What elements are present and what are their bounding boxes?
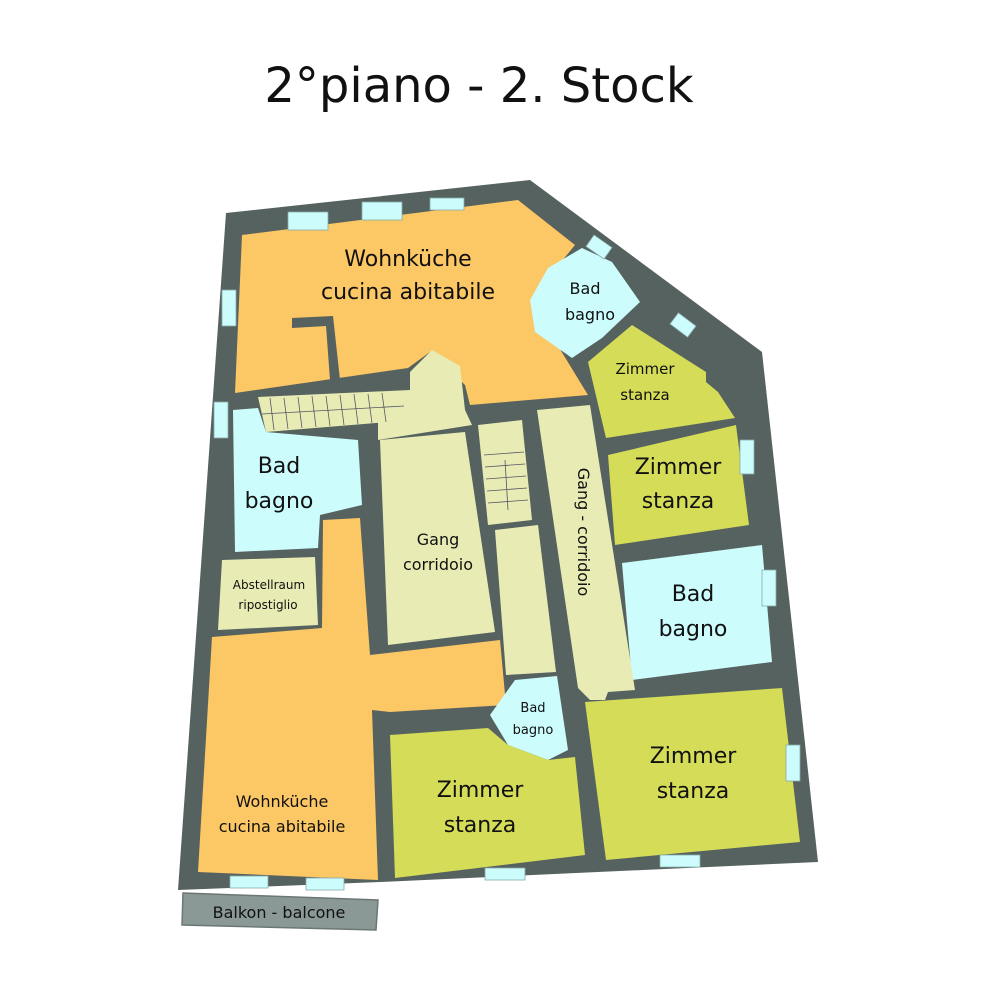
label-kitchen-top-it: cucina abitabile <box>321 280 495 305</box>
label-bath-left-de: Bad <box>258 454 301 479</box>
label-kitchen-top-de: Wohnküche <box>344 247 471 272</box>
room-storage <box>218 557 318 630</box>
label-balcony: Balkon - balcone <box>213 903 346 922</box>
label-bath-right-it: bagno <box>659 617 728 642</box>
room-corridor-right <box>537 405 635 700</box>
balcony <box>181 892 379 931</box>
room-bath-top-right <box>530 248 640 358</box>
label-room-small-it: stanza <box>620 386 669 404</box>
staircase-lines <box>261 392 529 511</box>
stairs-top <box>258 390 412 432</box>
room-kitchen-top <box>235 200 588 405</box>
inner-wall <box>292 316 340 380</box>
label-bath-top-right-de: Bad <box>570 279 601 298</box>
label-bath-small-it: bagno <box>513 723 554 738</box>
room-entry <box>378 350 472 440</box>
label-corridor-mid-de: Gang <box>417 530 460 549</box>
room-zimmer-small <box>588 325 735 438</box>
label-bath-left-it: bagno <box>245 489 314 514</box>
label-room-right-bottom-de: Zimmer <box>650 744 738 769</box>
label-room-right-mid-de: Zimmer <box>635 455 723 480</box>
page-title: 2°piano - 2. Stock <box>264 58 694 114</box>
label-bath-top-right-it: bagno <box>565 305 615 324</box>
room-zimmer-right-mid <box>608 425 749 545</box>
label-storage-it: ripostiglio <box>238 598 297 612</box>
label-kitchen-bottom-it: cucina abitabile <box>219 817 346 836</box>
label-kitchen-bottom-de: Wohnküche <box>236 792 329 811</box>
room-labels: Wohnküche cucina abitabile Bad bagno Zim… <box>213 247 738 922</box>
windows <box>213 197 801 891</box>
room-bath-left <box>233 408 362 552</box>
room-bath-right <box>622 545 772 680</box>
label-corridor-right: Gang - corridoio <box>574 468 593 597</box>
label-room-bottom-it: stanza <box>444 813 517 838</box>
label-room-right-bottom-it: stanza <box>657 779 730 804</box>
label-room-right-mid-it: stanza <box>642 489 715 514</box>
room-zimmer-right-bottom <box>585 688 800 860</box>
label-room-bottom-de: Zimmer <box>437 778 525 803</box>
room-column <box>495 525 556 675</box>
room-corridor-mid <box>380 432 495 645</box>
label-room-small-de: Zimmer <box>615 360 675 378</box>
room-kitchen-bottom <box>198 518 506 880</box>
label-corridor-mid-it: corridoio <box>403 555 473 574</box>
label-bath-right-de: Bad <box>672 582 715 607</box>
label-storage-de: Abstellraum <box>233 578 305 592</box>
stairs-center <box>478 420 532 525</box>
room-bath-small <box>490 676 568 760</box>
label-bath-small-de: Bad <box>520 701 545 716</box>
room-zimmer-bottom <box>390 728 585 878</box>
